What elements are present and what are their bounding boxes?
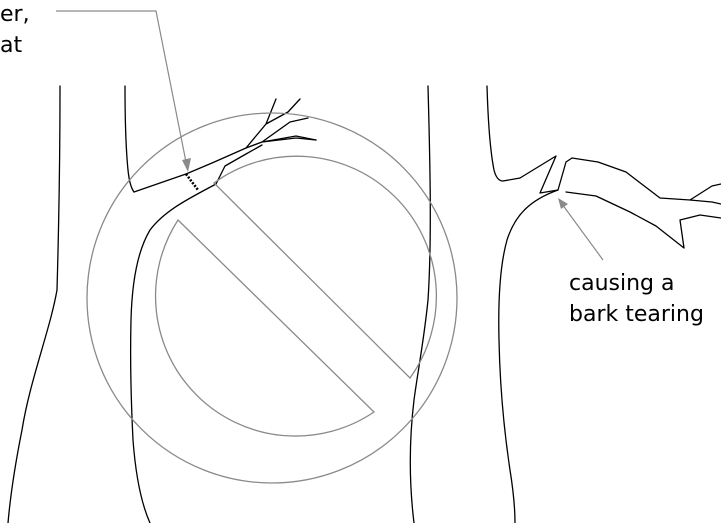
left-branch-lower-edge: [133, 137, 317, 193]
top-left-leader-arrowhead: [182, 158, 191, 172]
left-branch-upper-edge: [129, 183, 217, 523]
left-trunk-outer-edge: [7, 85, 61, 523]
right-branch-lower-edge: [565, 191, 721, 249]
torn-branch-stub: [519, 155, 573, 194]
left-trunk-inner-edge-upper: [124, 85, 135, 193]
prohibition-lower-half: [154, 218, 376, 437]
annotations: er, at causing a bark tearing: [0, 2, 704, 327]
right-annotation-line1: causing a: [569, 271, 674, 296]
top-left-leader-line: [56, 10, 187, 163]
right-trunk-left-edge-lower: [498, 189, 559, 523]
right-branch-tip-twig: [689, 199, 721, 205]
left-branch-top-edge: [215, 144, 263, 185]
top-left-annotation-line1: er,: [0, 2, 30, 27]
prohibition-symbol: [86, 112, 458, 484]
top-left-annotation-line2: at: [0, 33, 22, 58]
right-annotation-line2: bark tearing: [569, 302, 704, 327]
right-branch-upper-edge: [571, 157, 721, 201]
right-trunk-left-edge-upper: [486, 85, 521, 182]
left-trunk-right-edge: [409, 85, 431, 523]
right-leader-line: [561, 203, 604, 261]
left-tree: [7, 85, 431, 523]
leaders: [56, 10, 604, 261]
right-leader-arrowhead: [558, 198, 568, 209]
improper-cut-mark: [184, 173, 200, 191]
right-tree: [486, 85, 721, 523]
left-branch-twigs: [245, 98, 317, 149]
prohibition-outer-ring: [86, 112, 458, 484]
prohibition-upper-half: [213, 155, 438, 379]
